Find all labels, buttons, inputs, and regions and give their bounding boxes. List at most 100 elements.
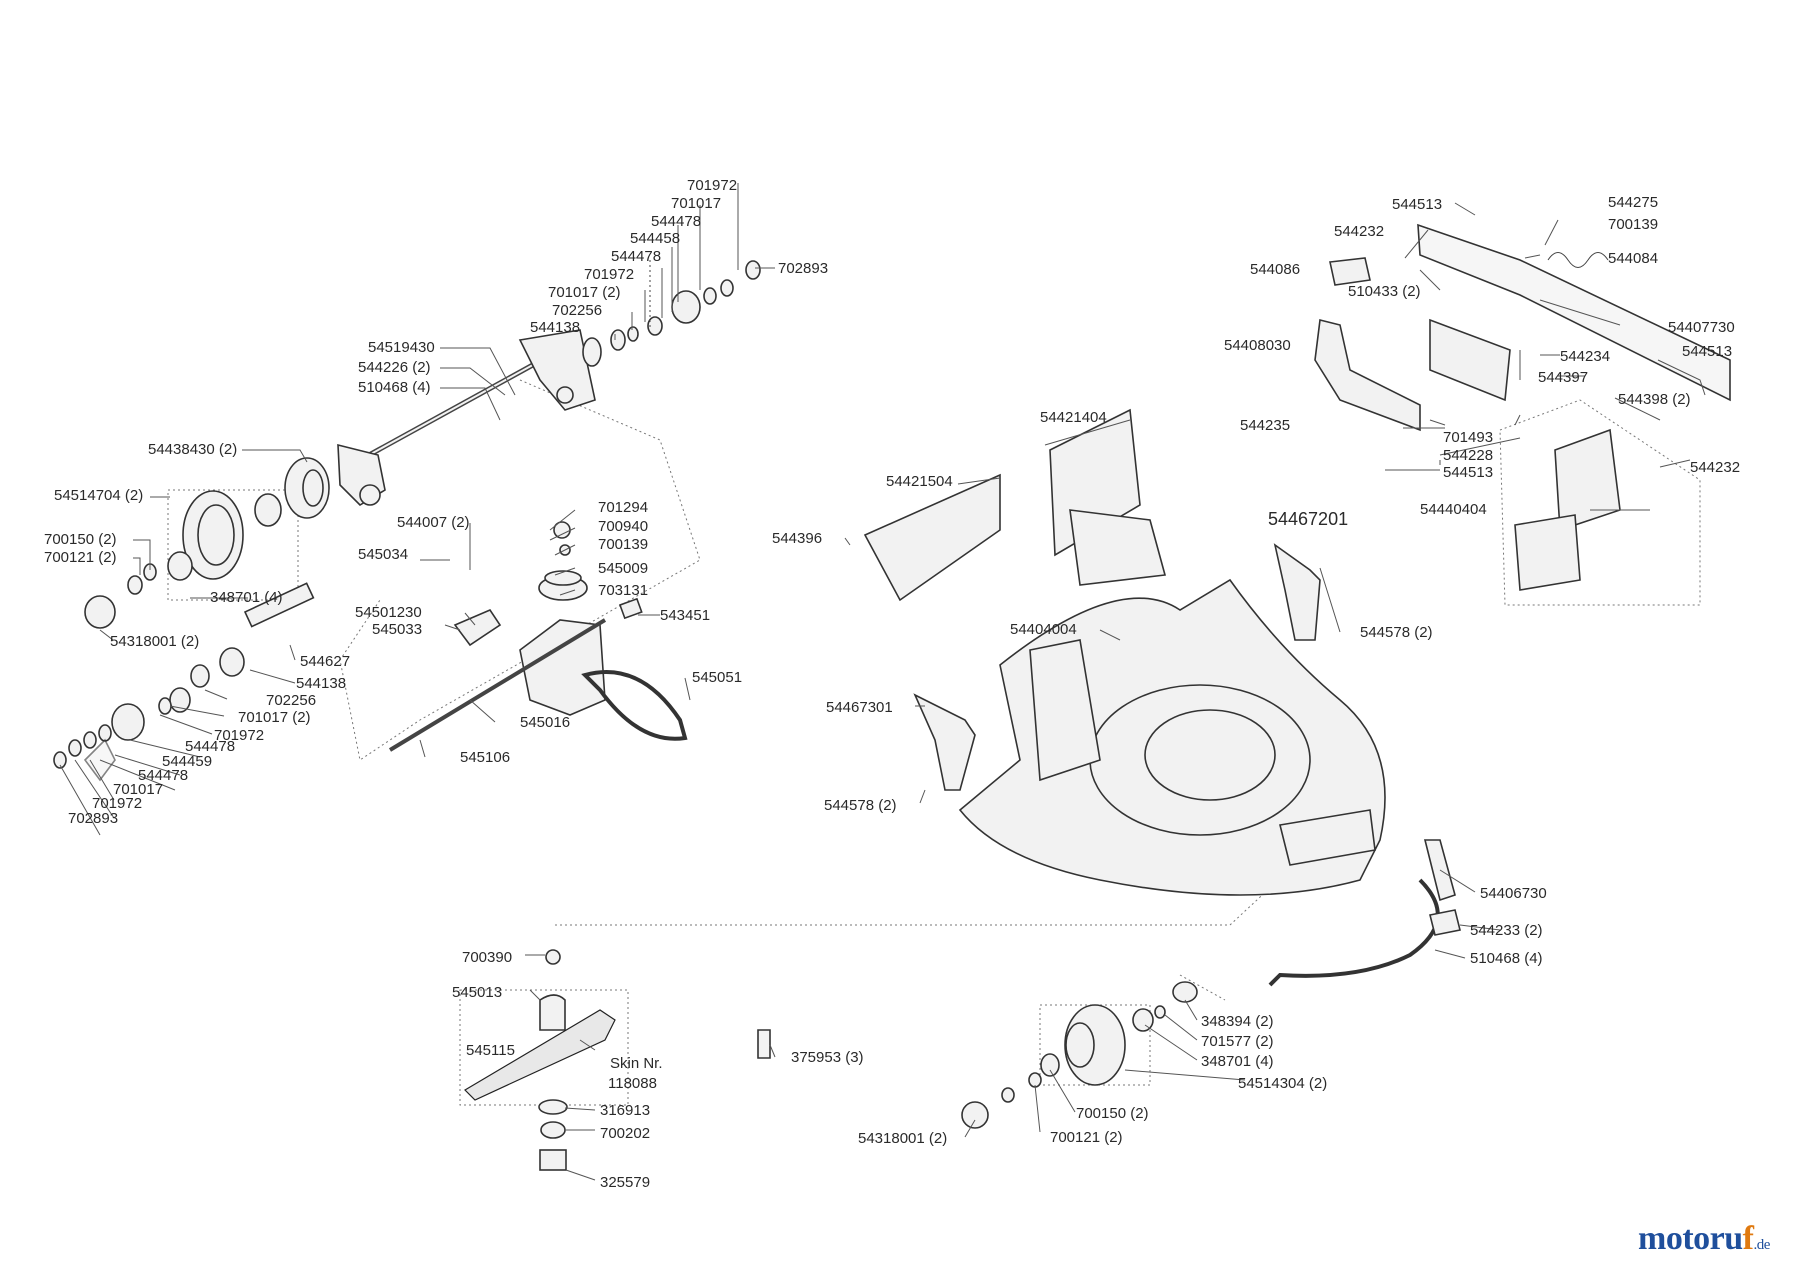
label-701017-b: 701017 <box>113 781 163 798</box>
label-118088: 118088 <box>608 1075 657 1092</box>
label-701017-2-a: 701017 (2) <box>548 284 621 301</box>
label-544478-d: 544478 <box>138 767 188 784</box>
label-700150-a: 700150 (2) <box>44 531 117 548</box>
label-544513-b: 544513 <box>1682 343 1732 360</box>
label-544398: 544398 (2) <box>1618 391 1691 408</box>
label-54318001-b: 54318001 (2) <box>858 1130 947 1147</box>
group-outline-deck-links <box>555 859 1301 926</box>
label-544458: 544458 <box>630 230 680 247</box>
label-544627: 544627 <box>300 653 350 670</box>
gearbox <box>190 521 643 752</box>
left-wheel <box>84 490 282 629</box>
label-544478-c: 544478 <box>185 738 235 755</box>
brand-part-2: f <box>1742 1220 1754 1257</box>
label-54514704: 54514704 (2) <box>54 487 143 504</box>
label-544397: 544397 <box>1538 369 1588 386</box>
brand-logo: motoruf.de <box>1638 1220 1770 1258</box>
label-544478-b: 544478 <box>611 248 661 265</box>
rear-axle <box>284 329 596 519</box>
drive-belt <box>581 670 688 741</box>
label-545009: 545009 <box>598 560 648 577</box>
label-54440404: 54440404 <box>1420 501 1487 518</box>
label-545106: 545106 <box>460 749 510 766</box>
label-544234: 544234 <box>1560 348 1610 365</box>
label-544086: 544086 <box>1250 261 1300 278</box>
label-544138-b: 544138 <box>296 675 346 692</box>
blade-assembly <box>464 949 771 1171</box>
label-544232-a: 544232 <box>1334 223 1384 240</box>
label-54404004: 54404004 <box>1010 621 1077 638</box>
label-701972-a: 701972 <box>687 177 737 194</box>
label-316913: 316913 <box>600 1102 650 1119</box>
label-700390: 700390 <box>462 949 512 966</box>
label-545034: 545034 <box>358 546 408 563</box>
height-adjuster-left <box>913 693 976 791</box>
group-outline-drive <box>339 379 701 761</box>
right-wheel <box>961 981 1198 1129</box>
label-54467301: 54467301 <box>826 699 893 716</box>
leader-lines <box>59 183 1706 1181</box>
label-543451: 543451 <box>660 607 710 624</box>
handle-assembly <box>1314 223 1731 591</box>
label-544275: 544275 <box>1608 194 1658 211</box>
label-544233: 544233 (2) <box>1470 922 1543 939</box>
label-702893-a: 702893 <box>778 260 828 277</box>
label-701972-b: 701972 <box>584 266 634 283</box>
label-702256-b: 702256 <box>266 692 316 709</box>
label-54519430: 54519430 <box>368 339 435 356</box>
label-544226: 544226 (2) <box>358 359 431 376</box>
label-701017-2-b: 701017 (2) <box>238 709 311 726</box>
label-700150-b: 700150 (2) <box>1076 1105 1149 1122</box>
label-348701-b: 348701 (4) <box>1201 1053 1274 1070</box>
label-544396: 544396 <box>772 530 822 547</box>
label-544578-a: 544578 (2) <box>1360 624 1433 641</box>
label-54421404: 54421404 <box>1040 409 1107 426</box>
label-54318001-a: 54318001 (2) <box>110 633 199 650</box>
label-545013: 545013 <box>452 984 502 1001</box>
label-544235: 544235 <box>1240 417 1290 434</box>
label-54438430: 54438430 (2) <box>148 441 237 458</box>
label-703131: 703131 <box>598 582 648 599</box>
label-700121-a: 700121 (2) <box>44 549 117 566</box>
label-701017-a: 701017 <box>671 195 721 212</box>
label-701577: 701577 (2) <box>1201 1033 1274 1050</box>
label-54514304: 54514304 (2) <box>1238 1075 1327 1092</box>
label-702893-b: 702893 <box>68 810 118 827</box>
label-510433: 510433 (2) <box>1348 283 1421 300</box>
label-skin-nr: Skin Nr. <box>610 1055 663 1072</box>
label-701972-c: 701972 <box>214 727 264 744</box>
label-545033: 545033 <box>372 621 422 638</box>
label-700121-b: 700121 (2) <box>1050 1129 1123 1146</box>
label-544578-b: 544578 (2) <box>824 797 897 814</box>
label-54406730: 54406730 <box>1480 885 1547 902</box>
label-54501230: 54501230 <box>355 604 422 621</box>
brand-part-1: motoru <box>1638 1220 1743 1257</box>
label-54421504: 54421504 <box>886 473 953 490</box>
label-545115: 545115 <box>466 1042 515 1059</box>
label-700139-a: 700139 <box>598 536 648 553</box>
front-axle <box>1268 878 1440 987</box>
label-701972-d: 701972 <box>92 795 142 812</box>
label-325579: 325579 <box>600 1174 650 1191</box>
label-545016: 545016 <box>520 714 570 731</box>
label-375953: 375953 (3) <box>791 1049 864 1066</box>
label-544138-a: 544138 <box>530 319 580 336</box>
clamp <box>1429 909 1461 936</box>
label-510468-b: 510468 (4) <box>1470 950 1543 967</box>
grass-chute <box>1069 509 1167 586</box>
side-flap <box>863 473 1001 602</box>
label-544478-a: 544478 <box>651 213 701 230</box>
label-701294: 701294 <box>598 499 648 516</box>
label-544228: 544228 <box>1443 447 1493 464</box>
label-544007: 544007 (2) <box>397 514 470 531</box>
label-700139-b: 700139 <box>1608 216 1658 233</box>
label-510468-a: 510468 (4) <box>358 379 431 396</box>
label-544513-a: 544513 <box>1392 196 1442 213</box>
group-outline-handle <box>1499 399 1701 606</box>
height-adjuster-right <box>1273 543 1321 641</box>
label-702256-a: 702256 <box>552 302 602 319</box>
label-54467201: 54467201 <box>1268 509 1348 529</box>
mower-deck <box>958 578 1386 896</box>
